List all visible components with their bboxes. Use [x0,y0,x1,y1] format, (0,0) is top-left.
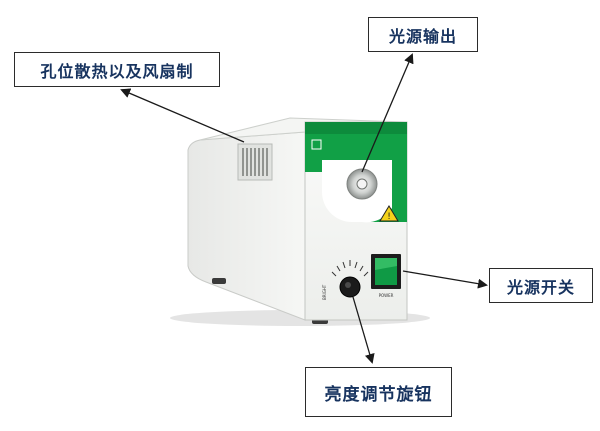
knob-callout-label: 亮度调节旋钮 [305,367,452,417]
arrow-vent [120,88,245,143]
light-output-port-center [356,178,368,190]
brightness-knob-cap [345,282,351,288]
switch-label: 光源开关 [489,268,593,303]
knob-label: BRIGHT [322,284,327,300]
power-label: POWER [379,293,394,298]
output-label: 光源输出 [368,17,478,52]
brightness-scale [331,260,369,277]
warning-icon [379,205,399,222]
arrow-output [361,53,414,173]
green-top-strip [305,122,407,134]
vent-grille [237,143,273,181]
brand-logo-icon [311,139,322,150]
warning-icon-mark: ! [387,212,391,222]
arrow-switch [402,270,488,289]
arrow-knob [352,296,375,364]
vent-label: 孔位散热以及风扇制 [14,52,220,87]
device-foot [212,278,226,284]
power-switch-highlight [375,258,397,270]
